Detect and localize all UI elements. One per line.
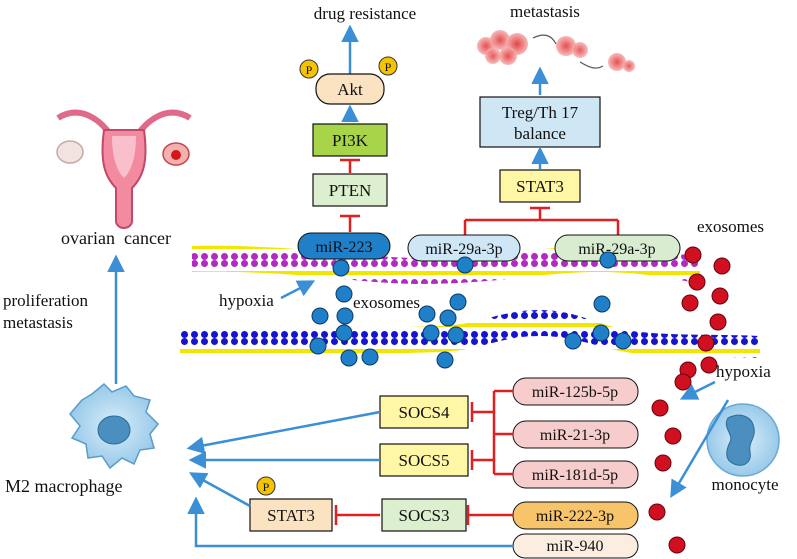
stat3-top-label: STAT3 xyxy=(516,177,564,196)
stat3-bottom-node: STAT3 xyxy=(249,498,333,532)
mir940-label: miR-940 xyxy=(547,538,604,555)
mir29a-blue-pill: miR-29a-3p xyxy=(407,234,521,262)
hypoxia-left-label: hypoxia xyxy=(219,291,274,310)
stat3-top-node: STAT3 xyxy=(499,169,581,203)
treg-label-line1: Treg/Th 17 xyxy=(502,103,579,122)
socs4-node: SOCS4 xyxy=(379,395,469,429)
pi3k-label: PI3K xyxy=(332,131,369,150)
treg-node: Treg/Th 17 balance xyxy=(479,96,601,148)
socs3-node: SOCS3 xyxy=(381,498,467,532)
mir940-to-macrophage-arrow xyxy=(187,496,513,548)
mir125b-pill: miR-125b-5p xyxy=(512,377,639,406)
socs5-node: SOCS5 xyxy=(379,443,469,477)
pten-label: PTEN xyxy=(329,181,372,200)
stat3-to-macrophage-arrow xyxy=(188,472,251,508)
exosomes-right-label: exosomes xyxy=(697,217,764,236)
m2-macrophage-label: M2 macrophage xyxy=(5,476,122,496)
monocyte-image xyxy=(706,403,780,477)
socs3-inhibits-stat3 xyxy=(334,505,380,525)
mir223-inhibits-pten xyxy=(340,214,360,232)
monocyte-to-exosomes-arrow xyxy=(670,399,730,499)
blue-exosomes xyxy=(309,251,632,369)
socs4-to-macrophage-arrow xyxy=(186,410,381,454)
mir21-label: miR-21-3p xyxy=(540,427,610,444)
pi3k-node: PI3K xyxy=(312,123,388,157)
red-exosomes xyxy=(648,246,731,554)
mir223-label: miR-223 xyxy=(316,239,373,256)
mir181d-label: miR-181d-5p xyxy=(532,467,618,484)
mir222-pill: miR-222-3p xyxy=(512,501,639,530)
metastasis-top-label: metastasis xyxy=(510,2,580,21)
mir940-pill: miR-940 xyxy=(512,533,639,559)
proliferation-label: proliferation xyxy=(3,291,88,310)
ovarian-cancer-label: ovarian cancer xyxy=(61,228,171,248)
mir222-label: miR-222-3p xyxy=(536,508,614,525)
akt-phospho-right: P xyxy=(378,56,398,76)
stat3-phospho: P xyxy=(256,476,276,496)
pten-inhibits-pi3k xyxy=(340,158,360,173)
mirna-inhibits-socs4-socs5 xyxy=(470,389,513,476)
mir29a-blue-label: miR-29a-3p xyxy=(425,241,502,258)
akt-phospho-left: P xyxy=(299,59,319,79)
hypoxia-right-label: hypoxia xyxy=(716,362,771,381)
socs5-label: SOCS5 xyxy=(398,451,449,470)
exosomes-middle-label: exosomes xyxy=(353,293,420,312)
akt-node: Akt xyxy=(315,73,385,105)
mir181d-pill: miR-181d-5p xyxy=(512,460,639,489)
mir29a-green-label: miR-29a-3p xyxy=(578,241,655,258)
svg-text:P: P xyxy=(306,63,313,77)
metastasis-cells-image xyxy=(477,30,635,72)
socs3-label: SOCS3 xyxy=(398,506,449,525)
treg-label-line2: balance xyxy=(514,124,566,143)
svg-text:P: P xyxy=(385,60,392,74)
pten-node: PTEN xyxy=(312,173,388,207)
mir21-pill: miR-21-3p xyxy=(512,420,639,449)
monocyte-label: monocyte xyxy=(711,475,778,494)
uterus-image xyxy=(56,109,192,229)
stat3-bottom-label: STAT3 xyxy=(267,506,315,525)
svg-text:P: P xyxy=(263,480,270,494)
hypoxia-to-exosomes-arrow xyxy=(679,380,716,400)
hypoxia-left-arrow xyxy=(280,280,316,300)
lower-membrane xyxy=(180,310,760,358)
socs4-label: SOCS4 xyxy=(398,403,450,422)
drug-resistance-label: drug resistance xyxy=(314,4,416,23)
mir29a-inhibits-stat3 xyxy=(463,206,620,235)
macrophage-image xyxy=(69,382,160,470)
akt-label: Akt xyxy=(337,80,363,99)
mir222-inhibits-socs3 xyxy=(466,505,513,525)
mir223-pill: miR-223 xyxy=(297,232,391,260)
mir125b-label: miR-125b-5p xyxy=(532,384,618,401)
metastasis-left-label: metastasis xyxy=(3,313,73,332)
mir29a-green-pill: miR-29a-3p xyxy=(554,234,681,262)
